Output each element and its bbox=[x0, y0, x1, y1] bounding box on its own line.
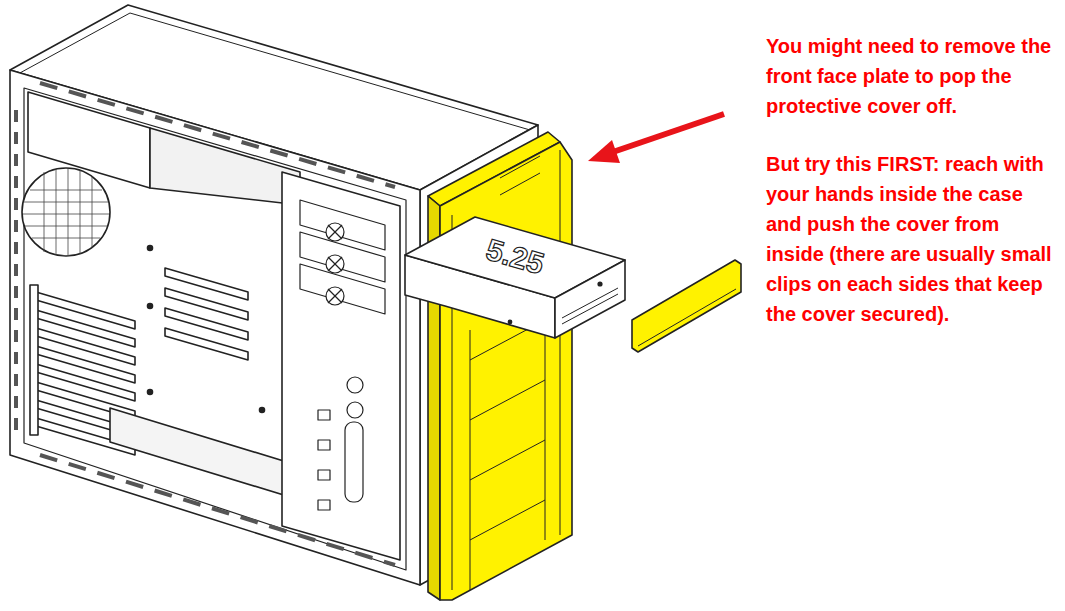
instruction-note: You might need to remove the front face … bbox=[766, 31, 1058, 121]
fan-grille bbox=[22, 168, 110, 256]
bay-cover bbox=[632, 260, 741, 352]
optical-drive bbox=[405, 217, 625, 338]
instruction-note: But try this FIRST: reach with your hand… bbox=[766, 149, 1058, 329]
pointer-arrow bbox=[588, 114, 724, 163]
drive-cage bbox=[282, 172, 400, 560]
case-side bbox=[10, 70, 420, 585]
pci-slots bbox=[165, 268, 248, 360]
front-bezel bbox=[428, 132, 572, 600]
